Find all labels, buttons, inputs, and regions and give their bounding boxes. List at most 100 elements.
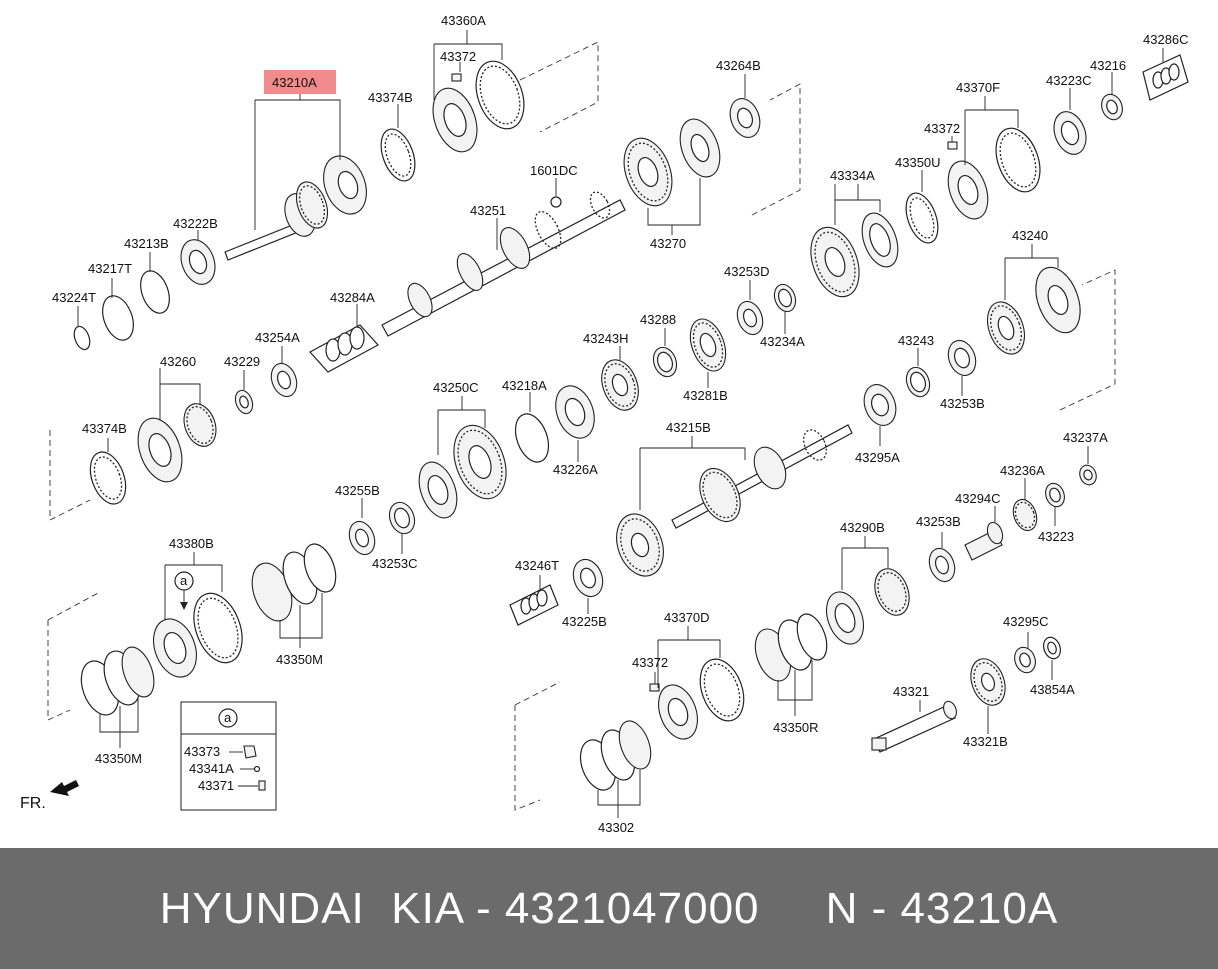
label-43225B[interactable]: 43225B	[562, 614, 607, 629]
label-43234A[interactable]: 43234A	[760, 334, 805, 349]
label-43222B[interactable]: 43222B	[173, 216, 218, 231]
gear-43281B[interactable]	[684, 314, 733, 376]
gear-43240-large[interactable]	[1028, 261, 1089, 339]
spring-43286C[interactable]	[1142, 54, 1189, 101]
synchro-set-43350M-left[interactable]	[74, 643, 160, 720]
label-43380B[interactable]: 43380B	[169, 536, 214, 551]
gear-43236A[interactable]	[1009, 496, 1041, 534]
gear-43250C[interactable]	[444, 418, 515, 506]
key-43372-right[interactable]	[947, 141, 958, 150]
ring-43290B[interactable]	[820, 587, 870, 649]
label-43226A[interactable]: 43226A	[553, 462, 598, 477]
needle-bearing-43255B[interactable]	[345, 518, 379, 558]
synchro-ring-43374B-top[interactable]	[375, 124, 422, 185]
gear-43240-small[interactable]	[981, 297, 1031, 359]
bearing-43225B[interactable]	[568, 555, 607, 600]
bushing-43253C[interactable]	[385, 499, 418, 537]
snap-rings-43284A[interactable]	[309, 324, 379, 373]
label-43217T[interactable]: 43217T	[88, 261, 132, 276]
label-43254A[interactable]: 43254A	[255, 330, 300, 345]
label-43243[interactable]: 43243	[898, 333, 934, 348]
label-43334A[interactable]: 43334A	[830, 168, 875, 183]
label-43370F[interactable]: 43370F	[956, 80, 1000, 95]
ring-43224T[interactable]	[71, 324, 92, 351]
output-shaft-43251[interactable]	[381, 189, 626, 337]
countershaft-43215B[interactable]	[671, 424, 853, 529]
label-43350M-mid[interactable]: 43350M	[276, 652, 323, 667]
plate-43250C[interactable]	[412, 457, 464, 523]
label-43255B[interactable]: 43255B	[335, 483, 380, 498]
snap-ring-43218A[interactable]	[509, 409, 554, 466]
sleeve-43380B[interactable]	[185, 587, 251, 670]
needle-bearing-43253D[interactable]	[733, 298, 767, 338]
gear-43290B[interactable]	[869, 564, 915, 620]
plate-43270[interactable]	[673, 114, 727, 183]
gear-43270[interactable]	[615, 132, 680, 213]
label-43251[interactable]: 43251	[470, 203, 506, 218]
label-43223[interactable]: 43223	[1038, 529, 1074, 544]
label-43246T[interactable]: 43246T	[515, 558, 559, 573]
label-43360A[interactable]: 43360A	[441, 13, 486, 28]
label-43854A[interactable]: 43854A	[1030, 682, 1075, 697]
bearing-43223C[interactable]	[1048, 107, 1091, 159]
label-43288[interactable]: 43288	[640, 312, 676, 327]
snap-ring-43213B[interactable]	[135, 267, 174, 317]
label-43224T[interactable]: 43224T	[52, 290, 96, 305]
label-43286C[interactable]: 43286C	[1143, 32, 1189, 47]
bearing-43226A[interactable]	[549, 380, 601, 443]
bearing-43222B[interactable]	[175, 235, 221, 289]
synchro-hub-43370F[interactable]	[941, 156, 995, 225]
label-43260[interactable]: 43260	[160, 354, 196, 369]
label-43373[interactable]: 43373	[184, 744, 220, 759]
label-43253D[interactable]: 43253D	[724, 264, 770, 279]
label-43215B[interactable]: 43215B	[666, 420, 711, 435]
label-43372-bottom[interactable]: 43372	[632, 655, 668, 670]
plug-1601DC[interactable]	[550, 196, 562, 208]
bushing-43294C[interactable]	[964, 520, 1005, 561]
label-43290B[interactable]: 43290B	[840, 520, 885, 535]
label-43374B-top[interactable]: 43374B	[368, 90, 413, 105]
gear-43243H[interactable]	[595, 355, 645, 415]
synchro-hub-43360A[interactable]	[425, 82, 485, 158]
label-43295C[interactable]: 43295C	[1003, 614, 1049, 629]
needle-bearing-43254A[interactable]	[267, 360, 301, 400]
synchro-ring-43374B-left[interactable]	[84, 447, 133, 509]
synchro-set-43350M-mid[interactable]	[245, 540, 342, 627]
label-43253C[interactable]: 43253C	[372, 556, 418, 571]
label-43294C[interactable]: 43294C	[955, 491, 1001, 506]
synchro-ring-43350U[interactable]	[900, 189, 944, 247]
label-43302[interactable]: 43302	[598, 820, 634, 835]
needle-bearing-43295C[interactable]	[1011, 644, 1039, 675]
label-43350R[interactable]: 43350R	[773, 720, 819, 735]
label-43374B-left[interactable]: 43374B	[82, 421, 127, 436]
label-43371[interactable]: 43371	[198, 778, 234, 793]
bearing-plate-43210A[interactable]	[316, 150, 374, 220]
ring-43260[interactable]	[130, 412, 190, 488]
key-43372-bottom[interactable]	[649, 683, 660, 692]
bearing-43229[interactable]	[232, 388, 255, 416]
gear-43321B[interactable]	[965, 654, 1011, 710]
label-43281B[interactable]: 43281B	[683, 388, 728, 403]
label-43236A[interactable]: 43236A	[1000, 463, 1045, 478]
label-43243H[interactable]: 43243H	[583, 331, 629, 346]
label-43218A[interactable]: 43218A	[502, 378, 547, 393]
nut-43237A[interactable]	[1077, 463, 1099, 487]
label-43216[interactable]: 43216	[1090, 58, 1126, 73]
needle-bearing-43253B[interactable]	[944, 337, 981, 380]
washer-43854A[interactable]	[1041, 635, 1064, 661]
label-43253B-lower[interactable]: 43253B	[916, 514, 961, 529]
label-43341A[interactable]: 43341A	[189, 761, 234, 776]
sleeve-43370F[interactable]	[988, 122, 1048, 198]
label-43223C[interactable]: 43223C	[1046, 73, 1092, 88]
hub-43370D[interactable]	[652, 680, 705, 745]
nut-43216[interactable]	[1098, 91, 1126, 122]
label-43321B[interactable]: 43321B	[963, 734, 1008, 749]
synchro-set-43350R[interactable]	[749, 610, 833, 686]
gear-43260[interactable]	[178, 399, 221, 451]
label-43270[interactable]: 43270	[650, 236, 686, 251]
sleeve-43370D[interactable]	[692, 653, 751, 727]
label-43253B-upper[interactable]: 43253B	[940, 396, 985, 411]
shaft-43321[interactable]	[871, 699, 959, 753]
hub-43380B[interactable]	[146, 613, 204, 683]
label-43350U[interactable]: 43350U	[895, 155, 941, 170]
